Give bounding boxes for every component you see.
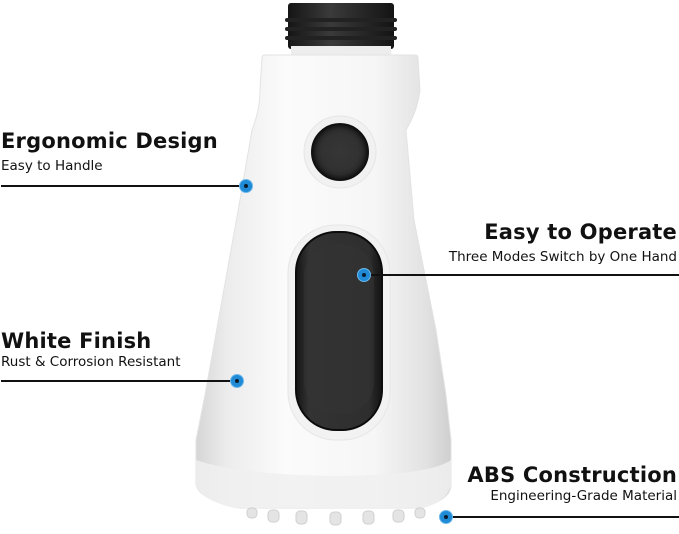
- marker-dot-icon: [240, 180, 252, 192]
- marker-dot-icon: [440, 511, 452, 523]
- callout-ergonomic-design: Ergonomic Design Easy to Handle: [1, 129, 218, 175]
- callout-abs-construction: ABS Construction Engineering-Grade Mater…: [467, 463, 677, 505]
- callout-subtitle: Easy to Handle: [1, 158, 103, 174]
- callout-subtitle: Rust & Corrosion Resistant: [1, 354, 181, 370]
- thread-connector: [285, 3, 397, 56]
- callout-subtitle: Three Modes Switch by One Hand: [448, 249, 677, 265]
- callout-title: Ergonomic Design: [1, 129, 218, 153]
- callout-title: ABS Construction: [467, 463, 677, 487]
- leader-line: [1, 185, 243, 187]
- callout-title: White Finish: [1, 329, 152, 353]
- leader-line: [448, 516, 679, 518]
- marker-dot-icon: [358, 269, 370, 281]
- callout-title: Easy to Operate: [484, 220, 677, 244]
- callout-white-finish: White Finish Rust & Corrosion Resistant: [1, 329, 180, 371]
- marker-dot-icon: [231, 375, 243, 387]
- callout-subtitle: Engineering-Grade Material: [490, 488, 677, 504]
- callout-easy-to-operate: Easy to Operate Three Modes Switch by On…: [449, 220, 677, 266]
- leader-line: [1, 380, 233, 382]
- leader-line: [366, 274, 679, 276]
